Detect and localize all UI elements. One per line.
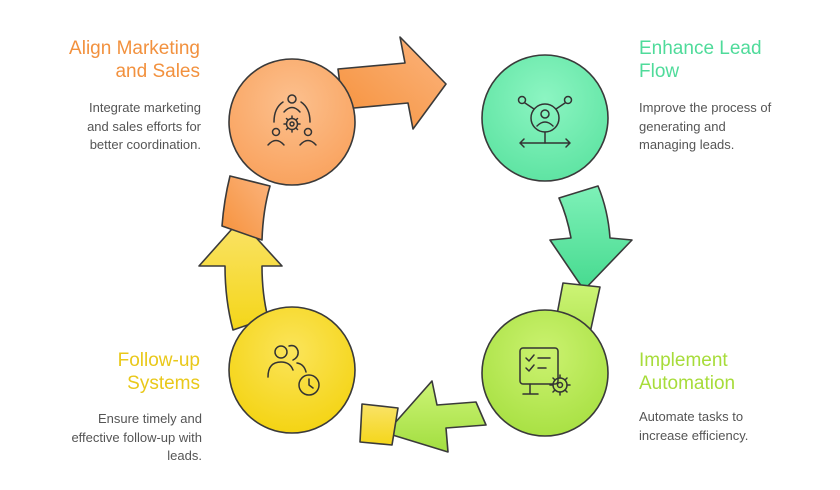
step-title-lead: Enhance Lead Flow (639, 37, 829, 83)
step-title-align-line1: Align Marketing (69, 38, 200, 59)
step-desc-align-line2: and sales efforts for (87, 118, 201, 134)
checklist-gear-icon (519, 347, 571, 396)
circle-automation (481, 309, 609, 437)
arrow-lead-to-automation (549, 185, 633, 291)
step-title-align-line2: and Sales (115, 61, 200, 82)
step-title-followup-line1: Follow-up (117, 350, 200, 371)
circle-followup (228, 306, 356, 434)
step-desc-followup-line2: effective follow-up with (71, 429, 202, 445)
step-desc-automation: Automate tasks to increase efficiency. (639, 408, 829, 445)
step-desc-followup-line3: leads. (167, 448, 202, 463)
person-network-icon (517, 95, 573, 148)
step-title-lead-line1: Enhance Lead (639, 38, 762, 59)
step-desc-automation-line2: increase efficiency. (639, 427, 749, 443)
users-clock-icon (267, 344, 320, 396)
step-desc-lead-line2: generating and (639, 118, 726, 134)
step-title-lead-line2: Flow (639, 61, 680, 82)
step-desc-automation-line1: Automate tasks to (639, 409, 744, 424)
team-gear-icon (267, 94, 317, 146)
step-title-automation: Implement Automation (639, 349, 829, 395)
step-title-align: Align Marketing and Sales (10, 37, 200, 83)
step-desc-align: Integrate marketing and sales efforts fo… (10, 99, 201, 155)
step-desc-followup: Ensure timely and effective follow-up wi… (10, 410, 202, 466)
step-desc-followup-line1: Ensure timely and (97, 411, 202, 426)
step-desc-lead-line3: managing leads. (639, 137, 735, 152)
step-title-followup: Follow-up Systems (10, 349, 200, 395)
step-title-followup-line2: Systems (127, 373, 200, 394)
step-desc-lead-line1: Improve the process of (639, 100, 772, 115)
step-desc-align-line3: better coordination. (89, 137, 201, 152)
arrow-tail-orange (221, 175, 271, 241)
step-title-automation-line1: Implement (639, 350, 728, 371)
step-desc-align-line1: Integrate marketing (88, 100, 201, 115)
step-title-automation-line2: Automation (639, 373, 736, 394)
step-desc-lead: Improve the process of generating and ma… (639, 99, 834, 155)
